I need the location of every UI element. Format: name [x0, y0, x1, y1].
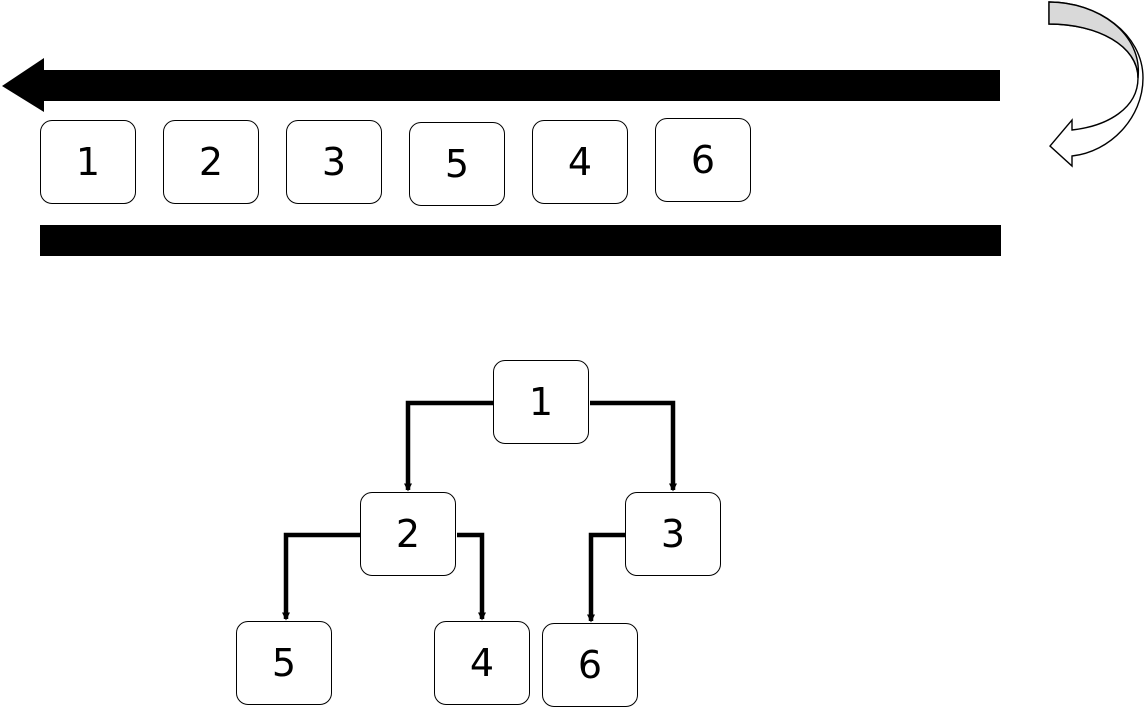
- tree-node-right: 3: [625, 492, 721, 576]
- edge-3-to-6: [587, 532, 625, 623]
- tree-node-left-left: 5: [236, 621, 332, 705]
- queue-item: 6: [655, 118, 751, 202]
- queue-item: 5: [409, 122, 505, 206]
- queue-item: 1: [40, 120, 136, 204]
- curved-arrow-shade: [1048, 1, 1139, 79]
- queue-direction-arrow-icon: [2, 58, 1000, 112]
- edge-2-to-5: [282, 532, 360, 621]
- queue-item: 4: [532, 120, 628, 204]
- queue-item: 2: [163, 120, 259, 204]
- edge-1-to-2: [404, 400, 493, 492]
- tree-node-left-right: 4: [434, 621, 530, 705]
- tree-node-right-left: 6: [542, 623, 638, 707]
- edge-2-to-4: [457, 532, 486, 621]
- queue-bottom-bar: [40, 225, 1001, 256]
- tree-node-root: 1: [493, 360, 589, 444]
- edge-1-to-3: [590, 400, 677, 492]
- tree-node-left: 2: [360, 492, 456, 576]
- queue-item: 3: [286, 120, 382, 204]
